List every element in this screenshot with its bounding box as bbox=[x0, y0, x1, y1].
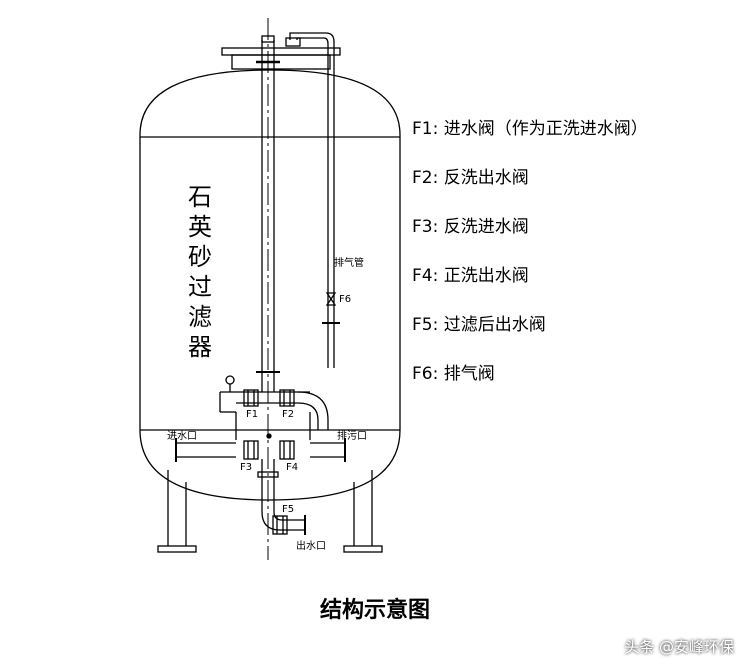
valve-f1 bbox=[243, 389, 259, 407]
legend-item-f5: F5: 过滤后出水阀 bbox=[412, 315, 546, 335]
vessel-title-char: 过 bbox=[188, 273, 212, 301]
valve-f5 bbox=[272, 515, 288, 535]
f6-label: F6 bbox=[339, 294, 352, 305]
diagram-caption: 结构示意图 bbox=[319, 598, 430, 623]
junction-dot bbox=[266, 433, 272, 439]
f4-label: F4 bbox=[286, 462, 299, 473]
legend-item-f4: F4: 正洗出水阀 bbox=[412, 266, 529, 286]
watermark: 头条 @安峰环保 bbox=[624, 638, 734, 656]
bottom-flange bbox=[257, 471, 279, 478]
leg-right-foot bbox=[343, 545, 383, 553]
vessel-title-char: 石 bbox=[188, 183, 212, 211]
legend-item-f3: F3: 反洗进水阀 bbox=[412, 217, 529, 237]
vessel-title-char: 砂 bbox=[188, 243, 212, 271]
vessel-title-char: 滤 bbox=[188, 303, 212, 331]
legend-item-f6: F6: 排气阀 bbox=[412, 364, 495, 384]
leg-left-foot bbox=[157, 545, 197, 553]
legend-item-f1: F1: 进水阀（作为正洗进水阀） bbox=[412, 119, 648, 139]
outlet-label: 出水口 bbox=[296, 541, 326, 552]
f2-elbow bbox=[297, 391, 329, 430]
inlet-label: 进水口 bbox=[167, 431, 197, 442]
valve-f3 bbox=[243, 440, 259, 460]
vessel-title: 石 英 砂 过 滤 器 bbox=[185, 182, 215, 362]
top-flange bbox=[221, 47, 341, 56]
top-manhole bbox=[231, 54, 331, 70]
valve-f4 bbox=[279, 440, 295, 460]
valve-f6 bbox=[325, 292, 337, 306]
valve-legend: F1: 进水阀（作为正洗进水阀） F2: 反洗出水阀 F3: 反洗进水阀 F4:… bbox=[412, 118, 742, 412]
legend-item-f2: F2: 反洗出水阀 bbox=[412, 168, 529, 188]
pressure-gauge bbox=[225, 375, 235, 385]
valve-f2 bbox=[279, 389, 295, 407]
vessel-title-char: 器 bbox=[188, 333, 212, 361]
f2-label: F2 bbox=[282, 409, 295, 420]
exhaust-pipe bbox=[289, 32, 335, 368]
drain-label: 排污口 bbox=[337, 431, 367, 442]
f5-label: F5 bbox=[282, 504, 295, 515]
exhaust-pipe-label: 排气管 bbox=[334, 258, 364, 269]
exhaust-pipe-top-fitting bbox=[285, 37, 301, 47]
f1-label: F1 bbox=[246, 409, 259, 420]
vessel-title-char: 英 bbox=[188, 213, 212, 241]
f3-label: F3 bbox=[240, 462, 253, 473]
